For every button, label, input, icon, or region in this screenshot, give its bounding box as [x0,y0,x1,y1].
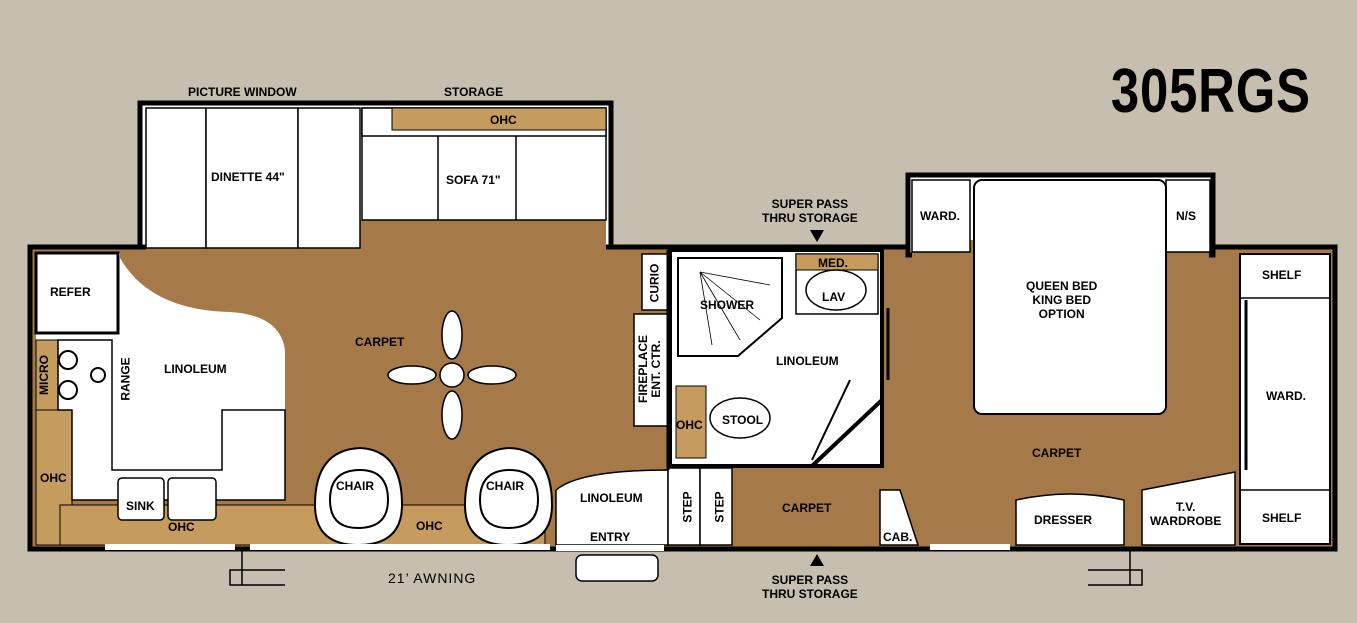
chair-1-label: CHAIR [336,479,374,493]
wardrobe-left [911,179,971,253]
lav-label: LAV [822,290,846,304]
stool-label: STOOL [722,413,764,427]
refer-label: REFER [50,285,91,299]
dresser-label: DRESSER [1034,513,1093,527]
step-2 [699,467,733,546]
med-label: MED. [818,256,848,270]
shelf-bottom-label: SHELF [1262,511,1302,525]
ohc-bottom-1-label: OHC [168,520,195,534]
chair-1-shape [313,446,404,547]
dinette-bench [145,107,207,249]
bedroom-carpet-label: CARPET [1032,446,1082,460]
cab-label: CAB. [883,530,913,544]
entry-label: ENTRY [590,530,631,544]
micro-label: MICRO [37,355,51,395]
ohc-bottom-2-label: OHC [416,519,443,533]
curio-label: CURIO [647,263,662,303]
ohc-left-label: OHC [40,471,67,485]
kitchen-counter [57,339,286,501]
sink-left [117,477,165,521]
ward-left-label: WARD. [920,209,960,223]
ohc-bath-cabinet [675,385,707,459]
ohc-top-cabinet [391,107,607,131]
hall-carpet-label: CARPET [782,501,832,515]
dinette-label: DINETTE 44" [211,170,285,184]
step-1 [667,467,701,546]
shower-label: SHOWER [700,298,754,312]
range-burners [58,350,106,400]
kitchen-linoleum-label: LINOLEUM [164,362,227,376]
arrow-up-icon [810,554,824,566]
step-1-label: STEP [680,491,695,523]
cab [879,489,920,546]
range-label: RANGE [118,357,133,401]
step-2-label: STEP [712,491,727,523]
stabilizer-jacks [229,550,1143,586]
bathroom-angled-wall [670,250,884,468]
storage-label: STORAGE [444,85,504,99]
refer [34,251,120,335]
ceiling-fan [387,310,517,440]
sink-label: SINK [126,499,155,513]
tv-wardrobe [1141,471,1236,546]
entry-linoleum-label: LINOLEUM [580,491,643,505]
dresser [1015,493,1125,546]
bed-label: QUEEN BED KING BED OPTION [1026,279,1098,321]
super-pass-top-label: SUPER PASS THRU STORAGE [762,197,858,225]
bed [973,179,1167,415]
dinette-table [205,107,299,249]
stool [709,397,771,439]
ohc-top-label: OHC [490,113,517,127]
sink-right [167,477,217,521]
model-title: 305RGS [1111,57,1311,126]
bath-ohc-label: OHC [676,418,703,432]
entry-mat [575,554,659,582]
super-pass-bottom-label: SUPER PASS THRU STORAGE [762,573,858,601]
bath-linoleum-label: LINOLEUM [776,354,839,368]
sofa-label: SOFA 71" [446,173,501,187]
chair-2-shape [463,446,554,547]
tv-wardrobe-label: T.V. WARDROBE [1150,500,1222,528]
ns-label: N/S [1176,209,1197,223]
ward-right-label: WARD. [1266,389,1306,403]
arrow-down-icon [810,230,824,242]
picture-window-label: PICTURE WINDOW [188,85,297,99]
door-opening [556,545,664,551]
shelf-top-label: SHELF [1262,268,1302,282]
chair-2-label: CHAIR [486,479,524,493]
awning-label: 21’ AWNING [388,570,477,586]
living-carpet-label: CARPET [355,335,405,349]
wardrobe-right [1239,253,1331,545]
lav-basin [805,269,867,311]
fireplace-label: FIREPLACE ENT. CTR. [636,334,664,404]
